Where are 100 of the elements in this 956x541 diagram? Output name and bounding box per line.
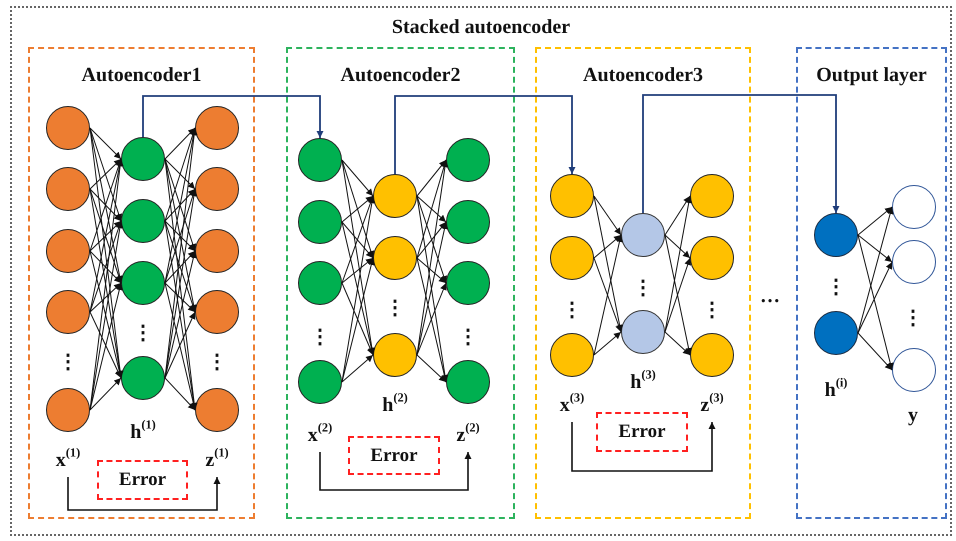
neuron-circle: [373, 236, 417, 280]
arrow: [594, 332, 622, 356]
layer-label: ⋮: [385, 297, 405, 319]
neuron-circle: [892, 348, 936, 392]
layer-panel: [535, 47, 751, 519]
arrow: [164, 220, 198, 410]
arrow: [342, 282, 374, 356]
error-box: Error: [596, 412, 688, 452]
arrow: [342, 222, 375, 356]
arrow: [342, 354, 374, 382]
arrow: [594, 196, 622, 236]
neuron-circle: [550, 174, 594, 218]
arrow: [164, 128, 198, 284]
neuron-circle: [814, 311, 858, 355]
layer-label: ⋮: [826, 276, 846, 298]
neuron-circle: [446, 200, 490, 244]
arrow: [664, 234, 692, 356]
arrow: [164, 312, 196, 378]
connector-arrow: [642, 94, 840, 213]
arrow: [164, 188, 196, 222]
arrow: [164, 250, 197, 378]
arrow: [342, 258, 375, 382]
neuron-circle: [550, 333, 594, 377]
neuron-circle: [195, 106, 239, 150]
arrow: [858, 332, 892, 370]
arrow: [90, 220, 124, 410]
neuron-circle: [46, 290, 90, 334]
error-box: Error: [348, 436, 440, 475]
connector-arrow: [394, 95, 576, 174]
arrow: [858, 206, 894, 334]
layer-label: ⋮: [207, 351, 227, 373]
variable-label: z$^{(3)}$: [700, 392, 724, 418]
arrow: [594, 196, 624, 332]
arrow: [664, 196, 690, 236]
layer-label: h$^{(1)}$: [130, 421, 156, 443]
arrow: [164, 128, 196, 160]
arrow: [664, 258, 692, 332]
arrow: [416, 222, 448, 356]
outer-frame: [10, 6, 952, 536]
layer-label: …: [760, 285, 780, 307]
neuron-circle: [298, 360, 342, 404]
neuron-circle: [446, 138, 490, 182]
neuron-circle: [621, 310, 665, 354]
arrow: [416, 222, 446, 258]
arrow: [90, 128, 124, 284]
arrow: [664, 196, 692, 332]
neuron-circle: [195, 388, 239, 432]
neuron-circle: [46, 106, 90, 150]
connector-arrow: [319, 452, 472, 491]
arrow: [90, 188, 122, 284]
arrow: [416, 258, 448, 382]
layer-label: y: [908, 404, 918, 426]
arrow: [416, 354, 446, 382]
arrow: [594, 258, 622, 332]
arrow: [594, 234, 622, 258]
neuron-circle: [373, 333, 417, 377]
layer-label: ⋮: [633, 277, 653, 299]
neuron-circle: [121, 261, 165, 305]
arrow: [90, 128, 122, 160]
neuron-circle: [195, 229, 239, 273]
arrow: [858, 234, 894, 370]
layer-label: h$^{(i)}$: [824, 379, 848, 401]
connector-arrow: [142, 95, 324, 138]
neuron-circle: [446, 261, 490, 305]
arrow: [858, 234, 892, 262]
arrow: [416, 160, 448, 356]
neuron-circle: [298, 200, 342, 244]
panel-heading: Autoencoder2: [340, 63, 460, 87]
arrow: [416, 160, 446, 196]
connector-arrow: [67, 477, 220, 511]
neuron-circle: [298, 138, 342, 182]
neuron-circle: [550, 236, 594, 280]
layer-label: h$^{(3)}$: [630, 371, 656, 393]
layer-label: ⋮: [458, 326, 478, 348]
arrow: [164, 158, 196, 190]
neuron-circle: [690, 333, 734, 377]
arrow: [342, 258, 374, 284]
arrow: [416, 196, 448, 284]
layer-panel: [796, 47, 947, 519]
arrow: [164, 188, 198, 378]
arrow: [90, 282, 123, 410]
variable-label: z$^{(1)}$: [205, 447, 229, 473]
neuron-circle: [121, 356, 165, 400]
neuron-circle: [46, 229, 90, 273]
arrow: [90, 250, 122, 284]
arrow: [342, 196, 376, 382]
neuron-circle: [892, 240, 936, 284]
arrow: [164, 158, 198, 410]
arrow: [164, 378, 196, 410]
neuron-circle: [46, 388, 90, 432]
panel-heading: Autoencoder3: [583, 63, 703, 87]
layer-label: ⋮: [562, 299, 582, 321]
neuron-circle: [298, 261, 342, 305]
neuron-circle: [690, 236, 734, 280]
arrow: [858, 262, 892, 334]
arrow: [594, 234, 623, 356]
arrow: [90, 378, 122, 410]
variable-label: x$^{(3)}$: [560, 392, 584, 418]
neuron-circle: [446, 360, 490, 404]
arrow: [90, 128, 122, 222]
